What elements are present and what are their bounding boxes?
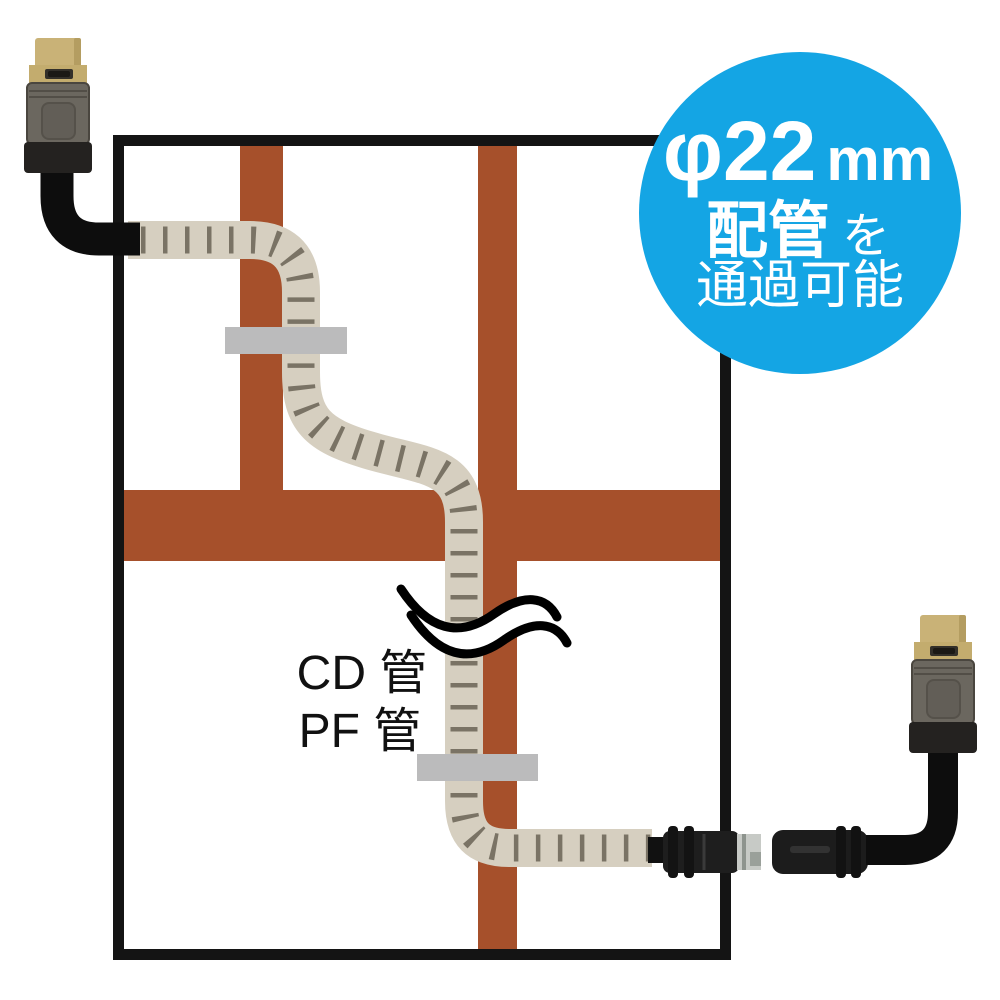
break-mark [393, 584, 575, 659]
hdmi-plug-tip-shade [959, 615, 966, 645]
connector-male-body [663, 831, 739, 873]
badge-diameter-unit: mm [826, 126, 933, 193]
conduit-label: CD 管 PF 管 [297, 647, 428, 758]
strain-relief-boot [24, 142, 92, 173]
conduit-label-line1: CD 管 [297, 647, 428, 700]
break-mark-line-lower [406, 610, 572, 659]
cable-right [866, 750, 958, 865]
pipe-clamp-lower [417, 754, 538, 781]
badge-pipe-word: 配管 [706, 197, 830, 266]
cable-top-left [40, 166, 140, 256]
body-emboss [926, 679, 961, 719]
male-flange-1 [668, 826, 678, 878]
body-emboss [41, 102, 76, 140]
female-ring-2 [851, 826, 861, 878]
badge-pipe-line: 配管を [706, 197, 890, 266]
hdmi-plug-tip-shade [74, 38, 81, 68]
strain-relief-boot [909, 722, 977, 753]
silver-tip-stripe-1 [742, 834, 746, 870]
wall-horizontal-beam [124, 490, 720, 561]
break-mark-gap [393, 589, 575, 654]
hdmi-plug-tip-icon [920, 615, 966, 645]
male-flange-2 [684, 826, 694, 878]
conduit-label-line2: PF 管 [299, 705, 422, 758]
conduit-tube-body [128, 221, 652, 867]
pipe-clamp-upper [225, 327, 347, 354]
hdmi-plug-tip-icon [35, 38, 81, 68]
badge-circle [639, 52, 961, 374]
badge-diameter-value: φ22 [663, 104, 817, 198]
badge-particle: を [842, 210, 890, 263]
detachable-connector-pair [648, 826, 868, 878]
wall-studs [124, 146, 720, 949]
hdmi-connector-top-left [24, 38, 92, 173]
badge-passable-line: 通過可能 [696, 257, 904, 315]
hdmi-plug-slot-inner [48, 71, 70, 77]
wall-stud-left [240, 146, 283, 492]
break-mark-line-upper [396, 584, 562, 633]
hdmi-connector-right [909, 615, 977, 753]
hdmi-plug-slot-inner [933, 648, 955, 654]
silver-tip-notch [750, 852, 761, 866]
conduit-tube [128, 221, 652, 867]
female-ring-1 [836, 826, 846, 878]
female-highlight [790, 846, 830, 853]
